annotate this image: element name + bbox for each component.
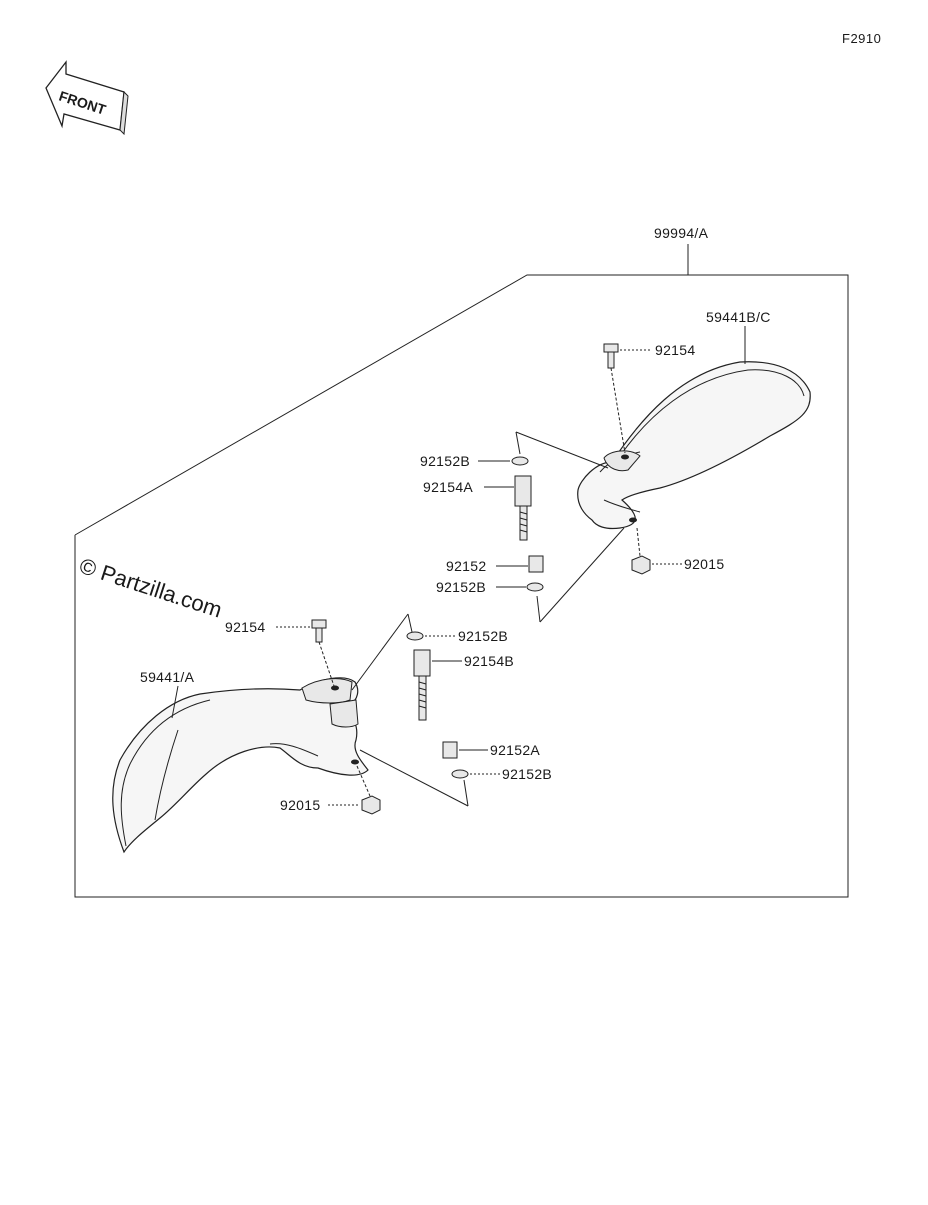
label-92152b-upper-left: 92152B <box>458 628 508 644</box>
bolt-left <box>311 619 335 687</box>
label-92154b: 92154B <box>464 653 514 669</box>
label-92154-right: 92154 <box>655 342 695 358</box>
label-92152b-lower-right: 92152B <box>436 579 486 595</box>
label-92015-right: 92015 <box>684 556 724 572</box>
label-92154-left: 92154 <box>225 619 265 635</box>
label-92152b-upper-right: 92152B <box>420 453 470 469</box>
bolt-right <box>603 343 626 454</box>
watermark: © Partzilla.com <box>76 553 225 623</box>
stud-left <box>413 649 431 721</box>
stud-right <box>514 475 532 541</box>
label-92154a: 92154A <box>423 479 473 495</box>
label-92152a: 92152A <box>490 742 540 758</box>
nut-left <box>356 765 381 815</box>
label-92015-left: 92015 <box>280 797 320 813</box>
collar-b-lower-right <box>526 582 544 592</box>
left-hand-guard <box>112 677 369 854</box>
label-59441bc: 59441B/C <box>706 309 771 325</box>
figure-code: F2910 <box>842 31 881 46</box>
label-92152b-lower-left: 92152B <box>502 766 552 782</box>
collar-b-upper-left <box>406 631 424 641</box>
collar-left <box>442 741 458 759</box>
label-92152-right: 92152 <box>446 558 486 574</box>
kit-frame <box>74 244 849 898</box>
right-hand-guard <box>577 361 811 530</box>
collar-b-lower-left <box>451 769 469 779</box>
collar-b-upper-right <box>511 456 529 466</box>
front-arrow-icon: FRONT <box>45 60 129 136</box>
kit-label: 99994/A <box>654 225 709 241</box>
nut-right <box>631 527 651 575</box>
left-assembly-lines <box>351 613 469 807</box>
right-assembly-lines <box>515 431 625 623</box>
collar-right <box>528 555 544 573</box>
label-59441a: 59441/A <box>140 669 195 685</box>
